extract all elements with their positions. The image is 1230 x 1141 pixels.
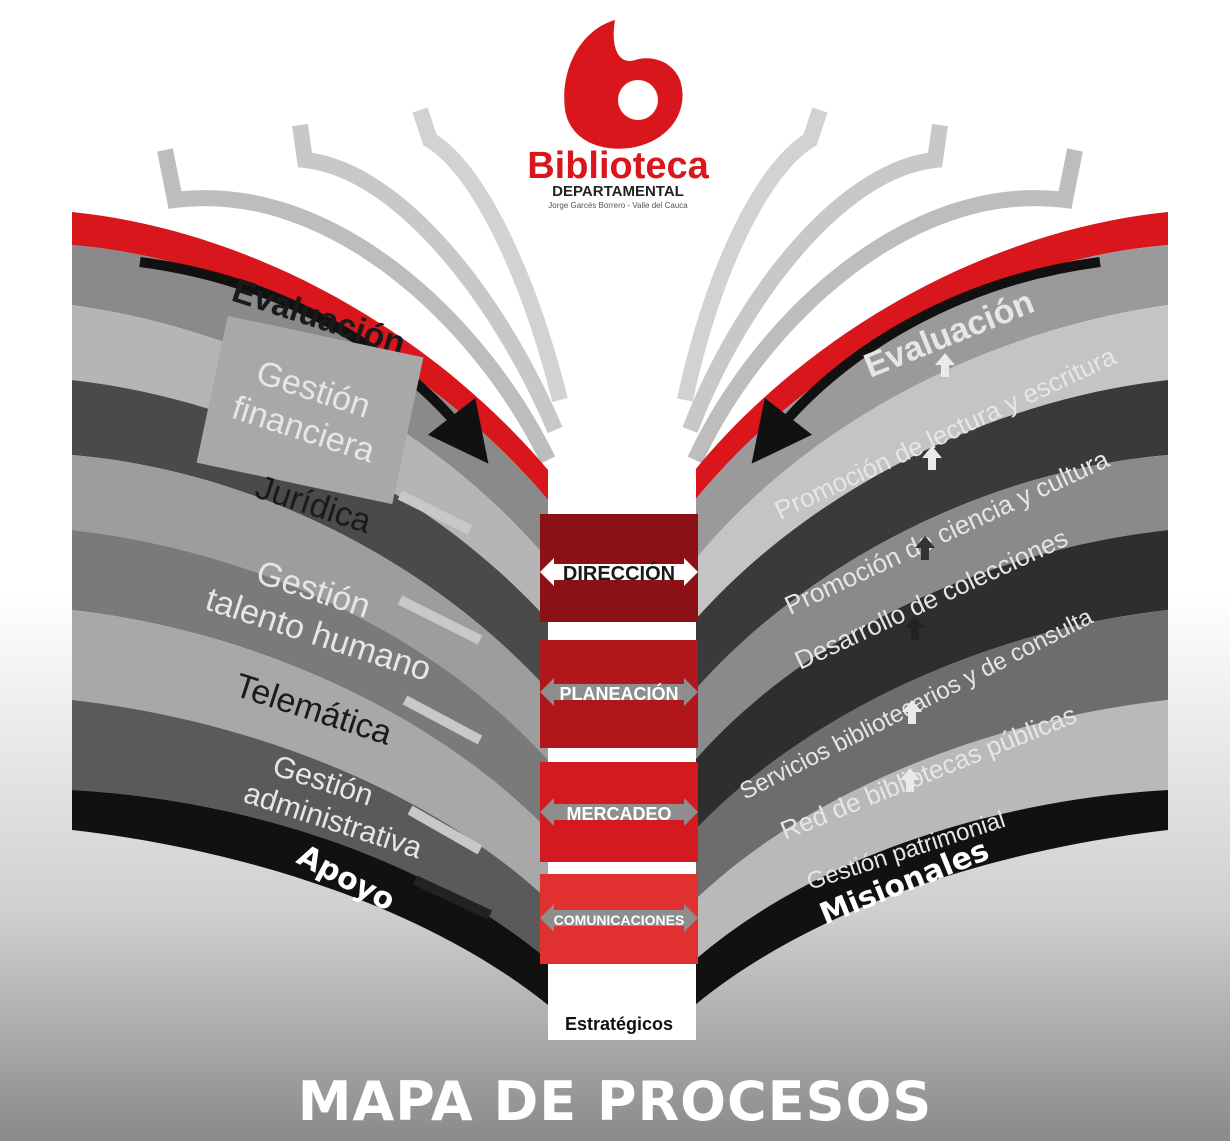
right-up-arrows: [900, 353, 955, 792]
left-evaluation-arrow: [139, 257, 489, 464]
left-processes: Gestión financiera Jurídica Gestión tale…: [196, 315, 493, 920]
logo-subtitle: DEPARTAMENTAL: [552, 183, 684, 200]
logo: Biblioteca DEPARTAMENTAL Jorge Garcés Bo…: [527, 20, 710, 210]
page-title: MAPA DE PROCESOS: [297, 1070, 933, 1133]
logo-brand: Biblioteca: [527, 145, 709, 187]
spine-block-label: COMUNICACIONES: [554, 912, 685, 928]
left-flow-arrows: [397, 490, 493, 920]
spine-block-label: PLANEACIÓN: [559, 683, 678, 704]
left-process-box: [196, 315, 424, 505]
page-fan: [157, 107, 1083, 464]
spine-block-label: MERCADEO: [566, 804, 671, 824]
logo-tagline: Jorge Garcés Borrero - Valle del Cauca: [548, 201, 688, 210]
spine-blocks: DIRECCIÓN PLANEACIÓN MERCADEO COMUNICACI…: [540, 514, 698, 964]
spine-block-label: DIRECCIÓN: [563, 561, 675, 585]
spine-footer-label: Estratégicos: [565, 1014, 673, 1034]
logo-mark-icon: [564, 20, 683, 149]
right-evaluation-arrow: [751, 257, 1101, 464]
right-page: [695, 212, 1168, 1005]
left-page: [72, 212, 548, 1005]
